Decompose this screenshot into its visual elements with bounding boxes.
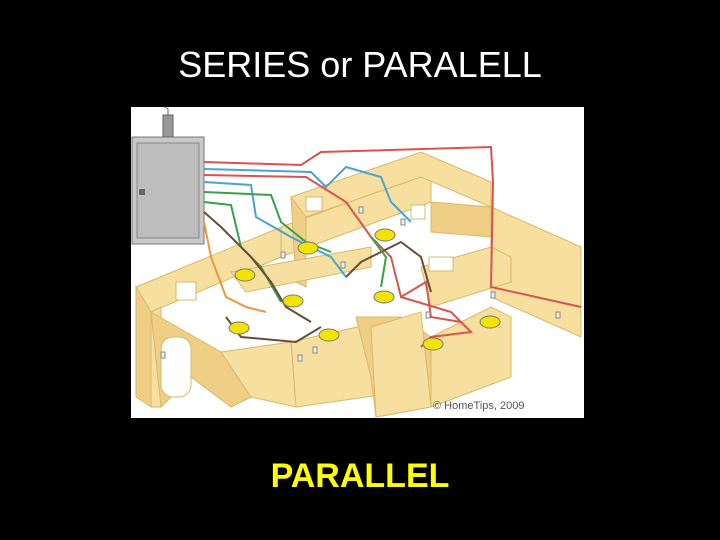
light-fixture: [234, 268, 256, 282]
ceiling-lights: [228, 228, 501, 351]
light-fixture: [228, 321, 250, 335]
house-wiring-illustration: © HomeTips, 2009: [131, 107, 582, 418]
wiring-diagram: © HomeTips, 2009: [131, 107, 584, 418]
light-fixture: [373, 290, 395, 304]
copyright-credit: © HomeTips, 2009: [433, 400, 524, 412]
switches: [160, 206, 561, 362]
electrical-panel: [131, 107, 205, 245]
answer-label: PARALLEL: [270, 457, 450, 495]
wires: [203, 145, 582, 348]
light-fixture: [282, 294, 304, 308]
light-fixture: [374, 228, 396, 242]
light-fixture: [479, 315, 501, 329]
light-fixture: [422, 337, 444, 351]
walls: [135, 151, 582, 418]
slide-title: SERIES or PARALELL: [178, 44, 542, 85]
light-fixture: [318, 328, 340, 342]
light-fixture: [297, 241, 319, 255]
